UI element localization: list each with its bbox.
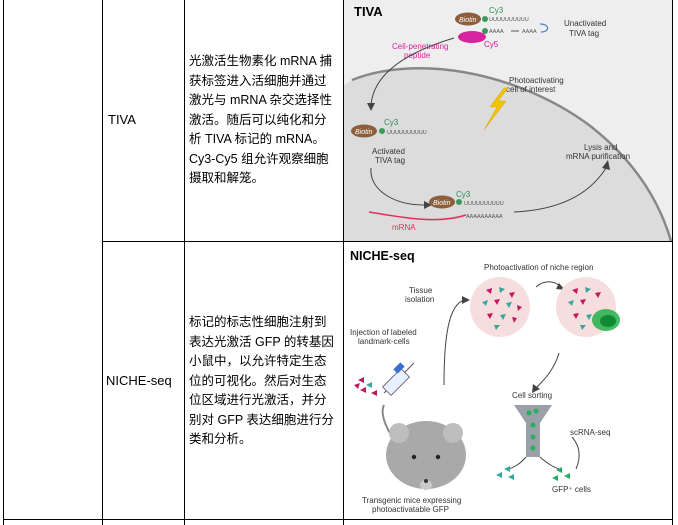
desc-line: 类和分析。 <box>189 432 252 446</box>
desc-line: Cy3-Cy5 组允许观察细胞 <box>189 151 329 166</box>
lightning-icon <box>483 87 509 131</box>
niche-title: NICHE-seq <box>350 249 415 263</box>
desc-line: 位区域进行光激活，并分 <box>189 393 327 407</box>
mrna-label: mRNA <box>392 223 416 232</box>
transgenic-line: photoactivatable GFP <box>372 505 449 514</box>
uuu-label: UUUUUUUUUU <box>387 130 427 136</box>
cell-cluster <box>482 287 522 330</box>
cy3-label: Cy3 <box>489 6 504 15</box>
aaaa-label: AAAA <box>489 29 504 35</box>
desc-line: 表达光激活 GFP 的转基因 <box>189 334 334 349</box>
row-name-niche-seq: NICHE-seq <box>106 373 172 388</box>
row-divider <box>102 241 673 242</box>
niche-seq-figure: NICHE-seq Photoactivation of niche regio… <box>344 245 624 517</box>
sorter-icon <box>514 405 552 457</box>
cell-cluster <box>496 466 514 480</box>
cy3-label: Cy3 <box>384 118 399 127</box>
aaaa-long-label: AAAAAAAAAA <box>466 214 503 220</box>
gfp-cells-label: GFP⁺ cells <box>552 485 591 494</box>
tissue-line: isolation <box>405 295 434 304</box>
injection-line: landmark-cells <box>358 337 410 346</box>
activated-line: TIVA tag <box>375 156 405 165</box>
lysis-line: mRNA purification <box>566 152 630 161</box>
cell-cluster <box>568 287 601 330</box>
photo-cell-line: cell of interest <box>506 85 556 94</box>
desc-line: 标记的标志性细胞注射到 <box>189 315 327 329</box>
photo-cell-line: Photoactivating <box>509 76 564 85</box>
tissue-line: Tissue <box>409 286 433 295</box>
desc-line: 摄取和解笼。 <box>189 171 265 185</box>
table-border-left <box>3 0 4 525</box>
transgenic-line: Transgenic mice expressing <box>362 496 461 505</box>
aaaa-label: AAAA <box>522 29 537 35</box>
row-description-niche-seq: 标记的标志性细胞注射到 表达光激活 GFP 的转基因 小鼠中，以允许特定生态 位… <box>189 313 341 450</box>
syringe-icon <box>381 362 415 397</box>
unactivated-line: TIVA tag <box>569 29 599 38</box>
activated-line: Activated <box>372 147 405 156</box>
table-border-col2 <box>184 0 185 525</box>
uuu-label: UUUUUUUUUU <box>464 201 504 207</box>
cy5-label: Cy5 <box>484 40 499 49</box>
cy3-label: Cy3 <box>456 190 471 199</box>
desc-line: 激活。随后可以纯化和分 <box>189 112 327 127</box>
desc-line: 激光与 mRNA 杂交选择性 <box>189 93 333 107</box>
desc-line: 析 TIVA 标记的 mRNA。 <box>189 132 325 146</box>
biotin-label: Biotin <box>459 17 477 24</box>
mouse-icon <box>381 404 466 490</box>
cell-cluster <box>354 377 377 396</box>
gfp-cells-cluster <box>552 467 570 481</box>
table-border-right <box>672 0 673 525</box>
cpp-line: Cell-penetrating <box>392 42 448 51</box>
desc-line: 小鼠中，以允许特定生态 <box>189 354 327 368</box>
table-bottom-border <box>3 519 673 520</box>
biotin-label: Biotin <box>355 129 373 136</box>
tiva-figure: TIVA Biotin Cy3 UUUUUUUUUU AAAA AAAA Cy5… <box>344 0 672 241</box>
uuu-label: UUUUUUUUUU <box>489 17 529 23</box>
injection-line: Injection of labeled <box>350 328 417 337</box>
desc-line: 位的可视化。然后对生态 <box>189 373 327 388</box>
desc-line: 获标签进入活细胞并通过 <box>189 73 327 88</box>
cpp-line: peptide <box>404 51 431 60</box>
desc-line: 光激活生物素化 mRNA 捕 <box>189 54 333 68</box>
tiva-title: TIVA <box>354 4 383 19</box>
unactivated-line: Unactivated <box>564 19 606 28</box>
photo-region-label: Photoactivation of niche region <box>484 263 593 272</box>
row-description-tiva: 光激活生物素化 mRNA 捕 获标签进入活细胞并通过 激光与 mRNA 杂交选择… <box>189 52 341 189</box>
table-border-col1 <box>102 0 103 525</box>
biotin-label: Biotin <box>433 200 451 207</box>
desc-line: 别对 GFP 表达细胞进行分 <box>189 412 334 427</box>
sorting-label: Cell sorting <box>512 391 552 400</box>
scrna-seq-label: scRNA-seq <box>570 428 610 437</box>
lysis-line: Lysis and <box>584 143 618 152</box>
table-border-col3 <box>343 0 344 525</box>
row-name-tiva: TIVA <box>108 112 136 127</box>
